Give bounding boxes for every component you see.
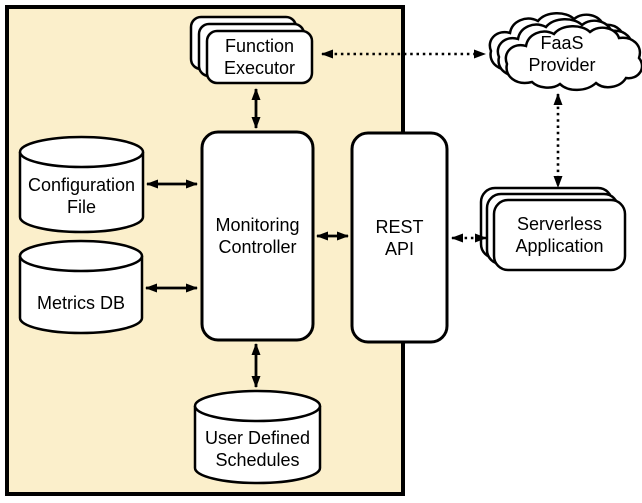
- metrics-db-cylinder: [18, 239, 144, 335]
- faas-provider-cloud: [488, 11, 642, 92]
- user-defined-schedules-cylinder: [193, 389, 322, 485]
- serverless-application-stack: [479, 186, 627, 272]
- configuration-file-cylinder: [18, 135, 145, 234]
- monitoring-controller-box: [200, 130, 315, 342]
- function-executor-stack: [189, 15, 314, 85]
- rest-api-box: [350, 131, 449, 344]
